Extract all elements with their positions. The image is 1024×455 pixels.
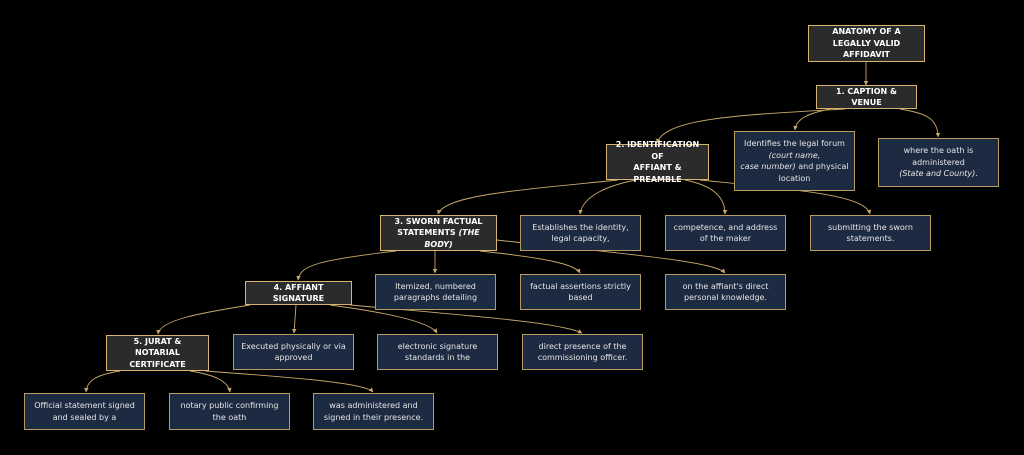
detail-sig-2: electronic signature standards in the [377,334,498,370]
section-affiant-signature: 4. AFFIANT SIGNATURE [245,281,352,305]
edge-caption-oath [899,108,941,138]
edge-body-b2 [479,250,581,274]
detail-body-3: on the affiant's direct personal knowled… [665,274,786,310]
detail-body-2: factual assertions strictly based [520,274,641,310]
detail-jurat-3: was administered and signed in their pre… [313,393,434,430]
detail-sig-3: direct presence of the commissioning off… [522,334,643,370]
section-caption-venue: 1. CAPTION & VENUE [816,85,917,109]
edge-jurat-j1 [84,370,121,393]
edge-caption-ident [656,108,846,144]
edge-ident-id2 [684,179,728,215]
detail-ident-1: Establishes the identity, legal capacity… [520,215,641,251]
detail-jurat-2: notary public confirming the oath [169,393,290,430]
edge-sig-s1 [292,304,297,334]
detail-caption-forum: Identifies the legal forum (court name, … [734,131,855,191]
section-identification: 2. IDENTIFICATION OF AFFIANT & PREAMBLE [606,140,709,184]
edge-jurat-j3 [204,370,374,393]
edge-jurat-j2 [189,370,232,393]
edge-sig-s2 [329,304,438,334]
detail-body-1: Itemized, numbered paragraphs detailing [375,274,496,310]
edge-ident-body [437,179,619,215]
edge-caption-forum [793,108,831,131]
edge-sig-jurat [156,304,251,335]
diagram-title: ANATOMY OF A LEGALLY VALID AFFIDAVIT [808,25,925,62]
section-sworn-statements: 3. SWORN FACTUAL STATEMENTS (THE BODY) [380,215,497,251]
detail-ident-2: competence, and address of the maker [665,215,786,251]
detail-caption-oath: where the oath is administered (State an… [878,138,999,187]
edge-ident-id1 [578,179,637,215]
detail-sig-1: Executed physically or via approved [233,334,354,370]
detail-ident-3: submitting the sworn statements. [810,215,931,251]
section-jurat: 5. JURAT & NOTARIAL CERTIFICATE [106,335,209,371]
detail-jurat-1: Official statement signed and sealed by … [24,393,145,430]
edge-body-sig [296,250,397,281]
